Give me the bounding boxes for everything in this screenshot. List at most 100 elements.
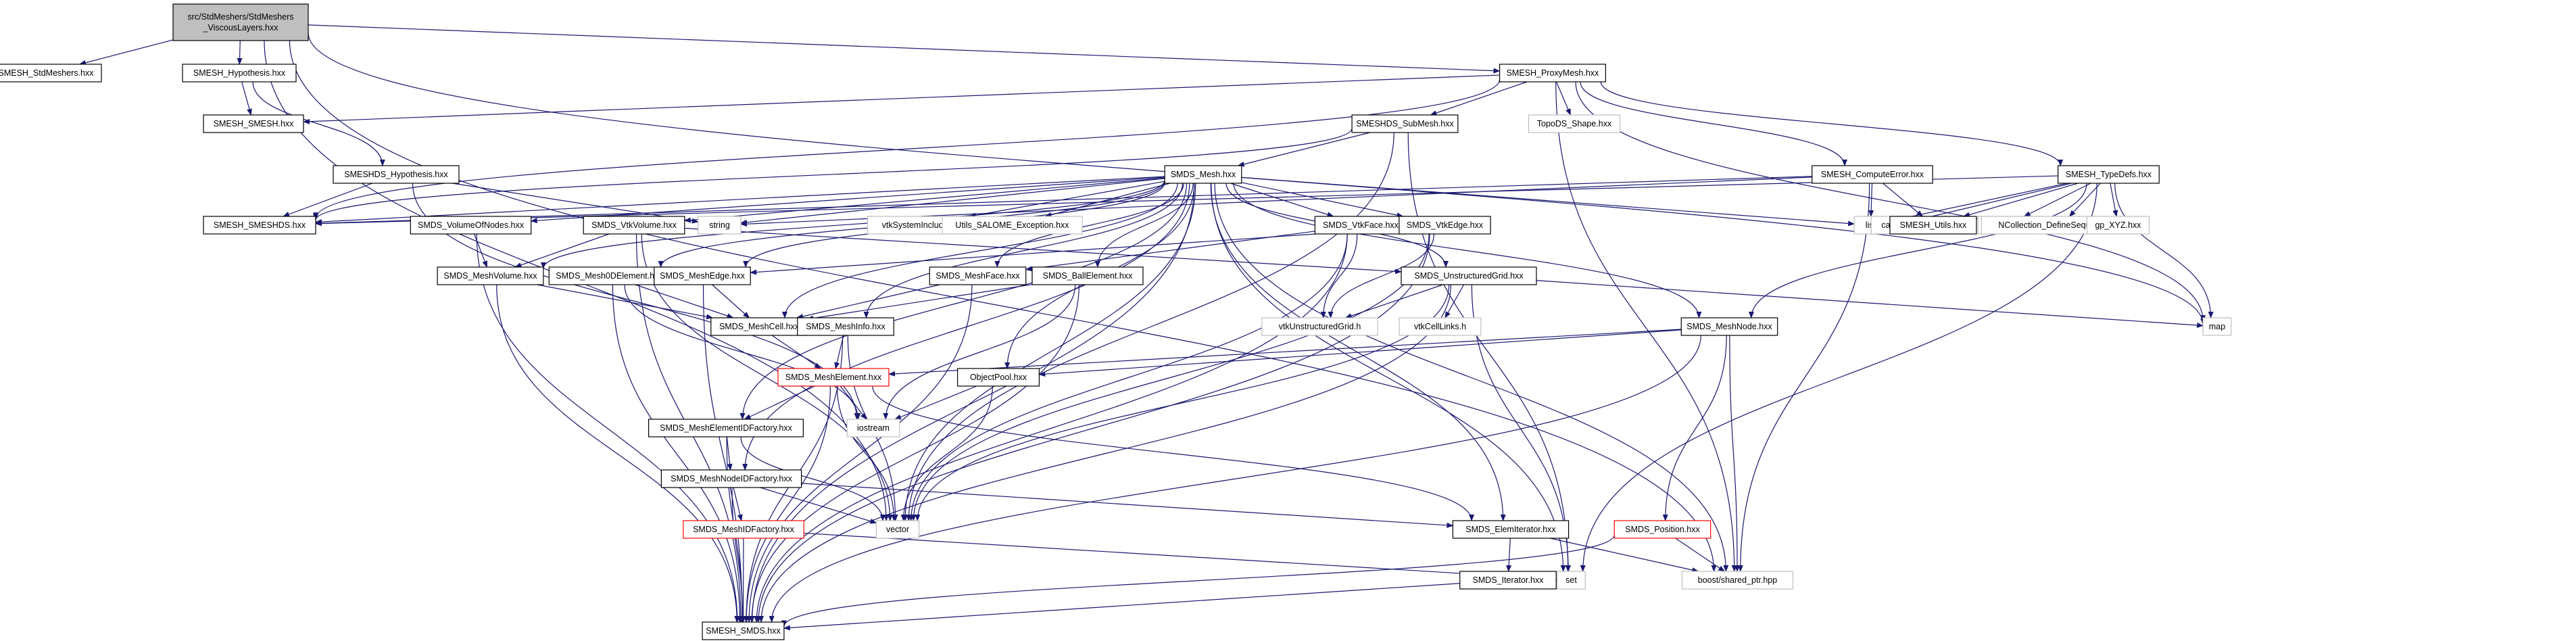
node-smesh_smesh[interactable]: SMESH_SMESH.hxx [203, 114, 304, 133]
node-label: ObjectPool.hxx [970, 373, 1027, 382]
node-submesh[interactable]: SMESHDS_SubMesh.hxx [1351, 114, 1459, 133]
edge-ballelem-to-smesh_smds [749, 284, 1079, 623]
node-meshface[interactable]: SMDS_MeshFace.hxx [929, 266, 1027, 285]
edge-proxymesh-to-submesh [1430, 81, 1528, 116]
edge-mesh0d-to-smesh_smds [612, 284, 743, 623]
node-box [683, 520, 804, 539]
edge-root-to-proxymesh [308, 24, 1501, 74]
edge-ugrid-to-smesh_smds [758, 284, 1452, 623]
node-smeshds[interactable]: SMESH_SMESHDS.hxx [203, 216, 316, 235]
edge-meshnode-to-objectpool [1038, 329, 1682, 377]
node-label: SMESH_ProxyMesh.hxx [1507, 68, 1600, 78]
node-hypothesis[interactable]: SMESH_Hypothesis.hxx [182, 64, 297, 82]
edge-nodeidfactory-to-elemiterator [801, 483, 1454, 528]
node-label: vector [886, 525, 909, 534]
edge-elemidfactory-to-vector [740, 436, 885, 521]
edge-proxymesh-to-smesh_smesh [303, 74, 1500, 124]
node-ballelem[interactable]: SMDS_BallElement.hxx [1031, 266, 1144, 285]
edge-meshnode-to-sharedptr [1729, 335, 1741, 572]
node-position[interactable]: SMDS_Position.hxx [1613, 520, 1711, 539]
edge-meshinfo-to-meshelement [834, 335, 844, 369]
node-vtkvolume[interactable]: SMDS_VtkVolume.hxx [583, 216, 685, 235]
node-label: SMDS_MeshCell.hxx [719, 322, 800, 331]
node-elemidfactory[interactable]: SMDS_MeshElementIDFactory.hxx [648, 419, 804, 437]
node-box [2058, 165, 2160, 184]
node-box [1031, 266, 1144, 285]
edge-position-to-sharedptr [1675, 538, 1726, 572]
node-label: SMDS_MeshElementIDFactory.hxx [660, 423, 792, 433]
node-label: SMDS_MeshNodeIDFactory.hxx [671, 474, 792, 483]
node-root[interactable]: src/StdMeshers/StdMeshers_ViscousLayers.… [172, 3, 309, 41]
node-volofnodes[interactable]: SMDS_VolumeOfNodes.hxx [410, 216, 532, 235]
edge-ugrid-to-set [1471, 284, 1572, 572]
node-proxymesh[interactable]: SMESH_ProxyMesh.hxx [1499, 64, 1607, 82]
node-meshinfo[interactable]: SMDS_MeshInfo.hxx [797, 317, 894, 336]
edge-typedefs-to-set [1580, 183, 2097, 572]
node-box [1452, 520, 1570, 539]
edge-dshyp-to-smeshds [283, 183, 373, 217]
node-box [182, 64, 297, 82]
edge-typedefs-to-gpxyz [2110, 183, 2118, 217]
node-label: SMESHDS_Hypothesis.hxx [344, 170, 448, 179]
node-label: SMDS_Position.hxx [1625, 525, 1700, 534]
node-meshidfactory[interactable]: SMDS_MeshIDFactory.hxx [683, 520, 804, 539]
edge-meshnode-to-meshelement [888, 329, 1682, 377]
edge-smds_mesh-to-vtkedge [1241, 182, 1404, 218]
node-smds_mesh[interactable]: SMDS_Mesh.hxx [1164, 165, 1242, 184]
node-meshedge[interactable]: SMDS_MeshEdge.hxx [654, 266, 751, 285]
edge-nodeidfactory-to-vector [760, 487, 877, 524]
node-stdmeshers[interactable]: SMESH_StdMeshers.hxx [0, 64, 102, 82]
node-mesh0d[interactable]: SMDS_Mesh0DElement.hxx [548, 266, 671, 285]
node-typedefs[interactable]: SMESH_TypeDefs.hxx [2058, 165, 2160, 184]
edge-ugrid-to-vtkugrid [1344, 284, 1443, 318]
node-label: SMDS_BallElement.hxx [1043, 271, 1133, 281]
node-utils[interactable]: SMESH_Utils.hxx [1889, 216, 1977, 235]
node-ugrid[interactable]: SMDS_UnstructuredGrid.hxx [1401, 266, 1537, 285]
node-label: vtkCellLinks.h [1414, 322, 1466, 331]
node-objectpool[interactable]: ObjectPool.hxx [956, 368, 1040, 387]
edge-proxymesh-to-typedefs [1600, 81, 2064, 166]
edge-vtkedge-to-vtkugrid [1328, 233, 1435, 318]
node-smesh_smds[interactable]: SMESH_SMDS.hxx [702, 621, 785, 640]
node-nodeidfactory[interactable]: SMDS_MeshNodeIDFactory.hxx [660, 469, 802, 488]
node-meshvolume[interactable]: SMDS_MeshVolume.hxx [437, 266, 544, 285]
node-meshcell[interactable]: SMDS_MeshCell.hxx [710, 317, 808, 336]
node-elemiterator[interactable]: SMDS_ElemIterator.hxx [1452, 520, 1570, 539]
edge-mesh0d-to-meshcell [635, 284, 734, 318]
edge-smds_mesh-to-nodeidfactory [742, 183, 1190, 471]
edge-objectpool-to-iostream [894, 385, 977, 420]
edge-smds_mesh-to-meshnode [1233, 183, 1702, 318]
node-label: SMDS_Iterator.hxx [1473, 575, 1545, 585]
edge-vtkface-to-smesh_smds [754, 233, 1348, 623]
edge-meshelement-to-smesh_smds [744, 385, 831, 623]
edge-computeerror-to-list [1868, 183, 1874, 217]
node-box [1261, 317, 1378, 336]
edge-submesh-to-smeshds [313, 128, 1353, 221]
node-meshelement[interactable]: SMDS_MeshElement.hxx [777, 368, 890, 387]
node-label: SMDS_ElemIterator.hxx [1465, 525, 1556, 534]
edge-meshedge-to-meshcell [712, 284, 750, 318]
node-map: map [2202, 317, 2232, 336]
node-utilsexc: Utils_SALOME_Exception.hxx [942, 216, 1083, 235]
node-box [172, 3, 309, 41]
node-box [797, 317, 894, 336]
edge-root-to-stdmeshers [78, 39, 174, 66]
node-computeerror[interactable]: SMESH_ComputeError.hxx [1812, 165, 1933, 184]
node-label: TopoDS_Shape.hxx [1537, 119, 1612, 128]
node-vtkface[interactable]: SMDS_VtkFace.hxx [1314, 216, 1407, 235]
edge-proxymesh-to-map [1575, 81, 2206, 323]
node-iterator[interactable]: SMDS_Iterator.hxx [1459, 571, 1557, 590]
node-dshyp[interactable]: SMESHDS_Hypothesis.hxx [333, 165, 460, 184]
node-meshnode[interactable]: SMDS_MeshNode.hxx [1680, 317, 1778, 336]
node-box [648, 419, 804, 437]
edge-hypothesis-to-smesh_smesh [241, 81, 252, 116]
node-label: SMDS_MeshIDFactory.hxx [693, 525, 795, 534]
node-vtkedge[interactable]: SMDS_VtkEdge.hxx [1399, 216, 1491, 235]
edge-meshface-to-smesh_smds [746, 284, 973, 623]
edge-meshface-to-meshcell [796, 284, 940, 319]
edge-vtkedge-to-smesh_smds [756, 233, 1430, 623]
node-label: SMDS_MeshInfo.hxx [806, 322, 885, 331]
edge-elemiterator-to-sharedptr [1550, 538, 1699, 573]
edge-meshelement-to-iostream [840, 385, 867, 420]
